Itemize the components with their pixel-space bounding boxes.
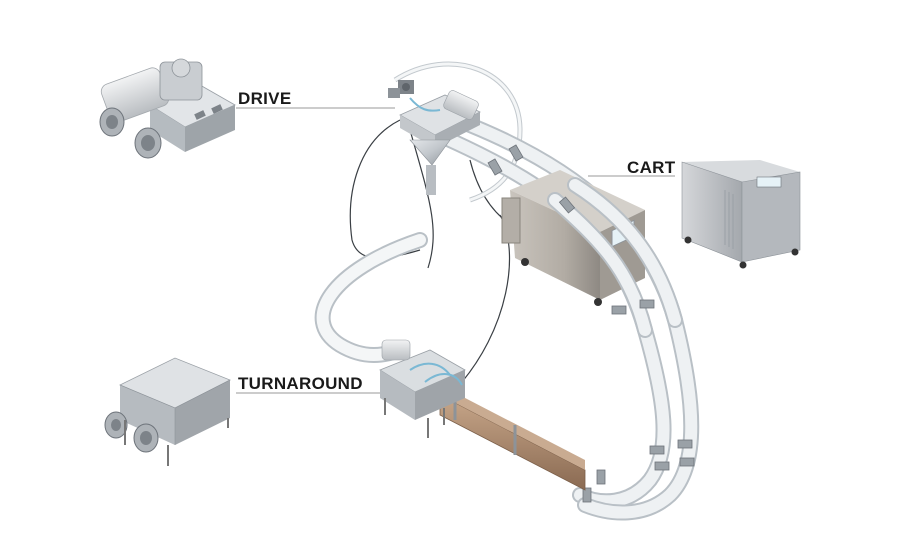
cart-label: CART bbox=[627, 158, 676, 177]
drive-label: DRIVE bbox=[238, 89, 292, 108]
cart-inset-illustration bbox=[681, 160, 801, 269]
leader-lines bbox=[236, 107, 675, 394]
drive-inset-illustration bbox=[99, 58, 236, 159]
tube-couplings bbox=[487, 144, 695, 503]
turnaround-assembly bbox=[379, 339, 586, 491]
conveyor-tubes-front bbox=[547, 177, 683, 338]
clear-return-tube bbox=[314, 61, 523, 363]
turnaround-label: TURNAROUND bbox=[238, 374, 363, 393]
drive-assembly bbox=[388, 80, 481, 195]
turnaround-inset-illustration bbox=[104, 357, 231, 466]
